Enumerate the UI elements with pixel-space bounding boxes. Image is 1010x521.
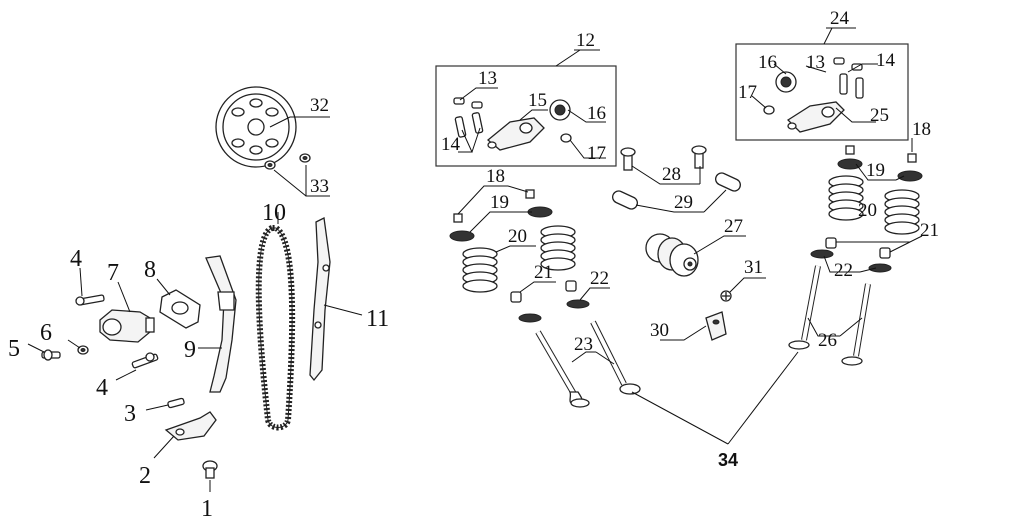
guide-bracket [164, 411, 217, 441]
exhaust-valves [788, 265, 871, 366]
label-part-15: 15 [528, 90, 547, 111]
label-part-10: 10 [262, 200, 286, 226]
label-part-14-b: 14 [876, 50, 896, 71]
label-part-5: 5 [8, 336, 20, 362]
label-part-12: 12 [576, 30, 595, 51]
rocker-washer-b [763, 105, 775, 115]
tensioner-bolt-lower [131, 352, 159, 369]
valve-springs-exhaust [828, 175, 920, 235]
valve-stem-seals-exhaust [825, 237, 891, 259]
rocker-caps-a [453, 97, 483, 109]
spring-seats-exhaust [810, 249, 892, 273]
label-part-29: 29 [674, 192, 693, 213]
label-part-25: 25 [870, 105, 889, 126]
label-part-2: 2 [139, 463, 151, 489]
spring-seats-intake [518, 299, 590, 323]
rocker-arm-exhaust [786, 101, 845, 133]
valve-springs-intake [462, 225, 576, 293]
rocker-caps-b [833, 57, 863, 71]
chain-tensioner [99, 309, 155, 343]
label-part-32: 32 [310, 95, 329, 116]
rocker-bearing-b [775, 71, 797, 93]
rocker-shaft-pins-b [839, 73, 864, 99]
label-part-18-a: 18 [486, 166, 505, 187]
label-part-18-b: 18 [912, 119, 931, 140]
label-part-17-a: 17 [587, 143, 606, 164]
label-part-4-lower: 4 [96, 375, 108, 401]
timing-chain [255, 225, 296, 431]
camshaft-holder-bolts [620, 145, 707, 171]
label-part-31: 31 [744, 257, 763, 278]
rocker-bearing-a [549, 99, 571, 121]
label-part-33: 33 [310, 176, 329, 197]
camshaft [645, 233, 699, 277]
chain-tensioner-guide [205, 255, 237, 393]
group-box-12 [435, 65, 617, 167]
label-part-13-b: 13 [806, 52, 825, 73]
label-part-34: 34 [718, 450, 738, 470]
label-part-20-a: 20 [508, 226, 527, 247]
label-part-28: 28 [662, 164, 681, 185]
label-part-17-b: 17 [738, 82, 757, 103]
label-part-21-a: 21 [534, 262, 553, 283]
tensioner-gasket [159, 289, 201, 329]
label-part-20-b: 20 [858, 200, 877, 221]
sealing-washer [77, 345, 89, 355]
label-part-8: 8 [144, 257, 156, 283]
label-part-30: 30 [650, 320, 669, 341]
label-part-19-a: 19 [490, 192, 509, 213]
intake-valves [535, 320, 641, 408]
label-part-3: 3 [124, 401, 136, 427]
retainer-plate [705, 311, 727, 341]
tensioner-bolt-upper [75, 294, 105, 306]
label-part-1: 1 [201, 496, 213, 521]
sprocket-bolt-washers [264, 153, 311, 170]
label-part-13-a: 13 [478, 68, 497, 89]
label-part-22-a: 22 [590, 268, 609, 289]
label-part-26: 26 [818, 330, 837, 351]
guide-pivot-pin [167, 397, 185, 409]
valve-stem-seals-intake [510, 280, 577, 303]
label-part-16-b: 16 [758, 52, 777, 73]
rocker-washer-a [560, 133, 572, 143]
retainer-screw [720, 290, 732, 302]
label-part-7: 7 [107, 260, 119, 286]
label-part-9: 9 [184, 337, 196, 363]
label-part-23: 23 [574, 334, 593, 355]
label-part-6: 6 [40, 320, 52, 346]
label-part-14-a: 14 [441, 134, 461, 155]
label-part-27: 27 [724, 216, 743, 237]
rocker-arm-intake [486, 117, 545, 151]
group-box-24 [735, 43, 909, 141]
label-part-4-upper: 4 [70, 246, 82, 272]
bracket-bolt [202, 460, 218, 479]
label-part-22-b: 22 [834, 260, 853, 281]
label-part-11: 11 [366, 306, 389, 332]
chain-guide-right [309, 217, 331, 382]
tensioner-cap-bolt [41, 349, 61, 361]
valve-caps-exhaust [845, 145, 917, 163]
spring-retainers-exhaust [837, 158, 923, 182]
label-part-19-b: 19 [866, 160, 885, 181]
cam-sprocket [215, 86, 297, 168]
label-part-24: 24 [830, 8, 850, 29]
label-part-16-a: 16 [587, 103, 606, 124]
label-part-21-b: 21 [920, 220, 939, 241]
